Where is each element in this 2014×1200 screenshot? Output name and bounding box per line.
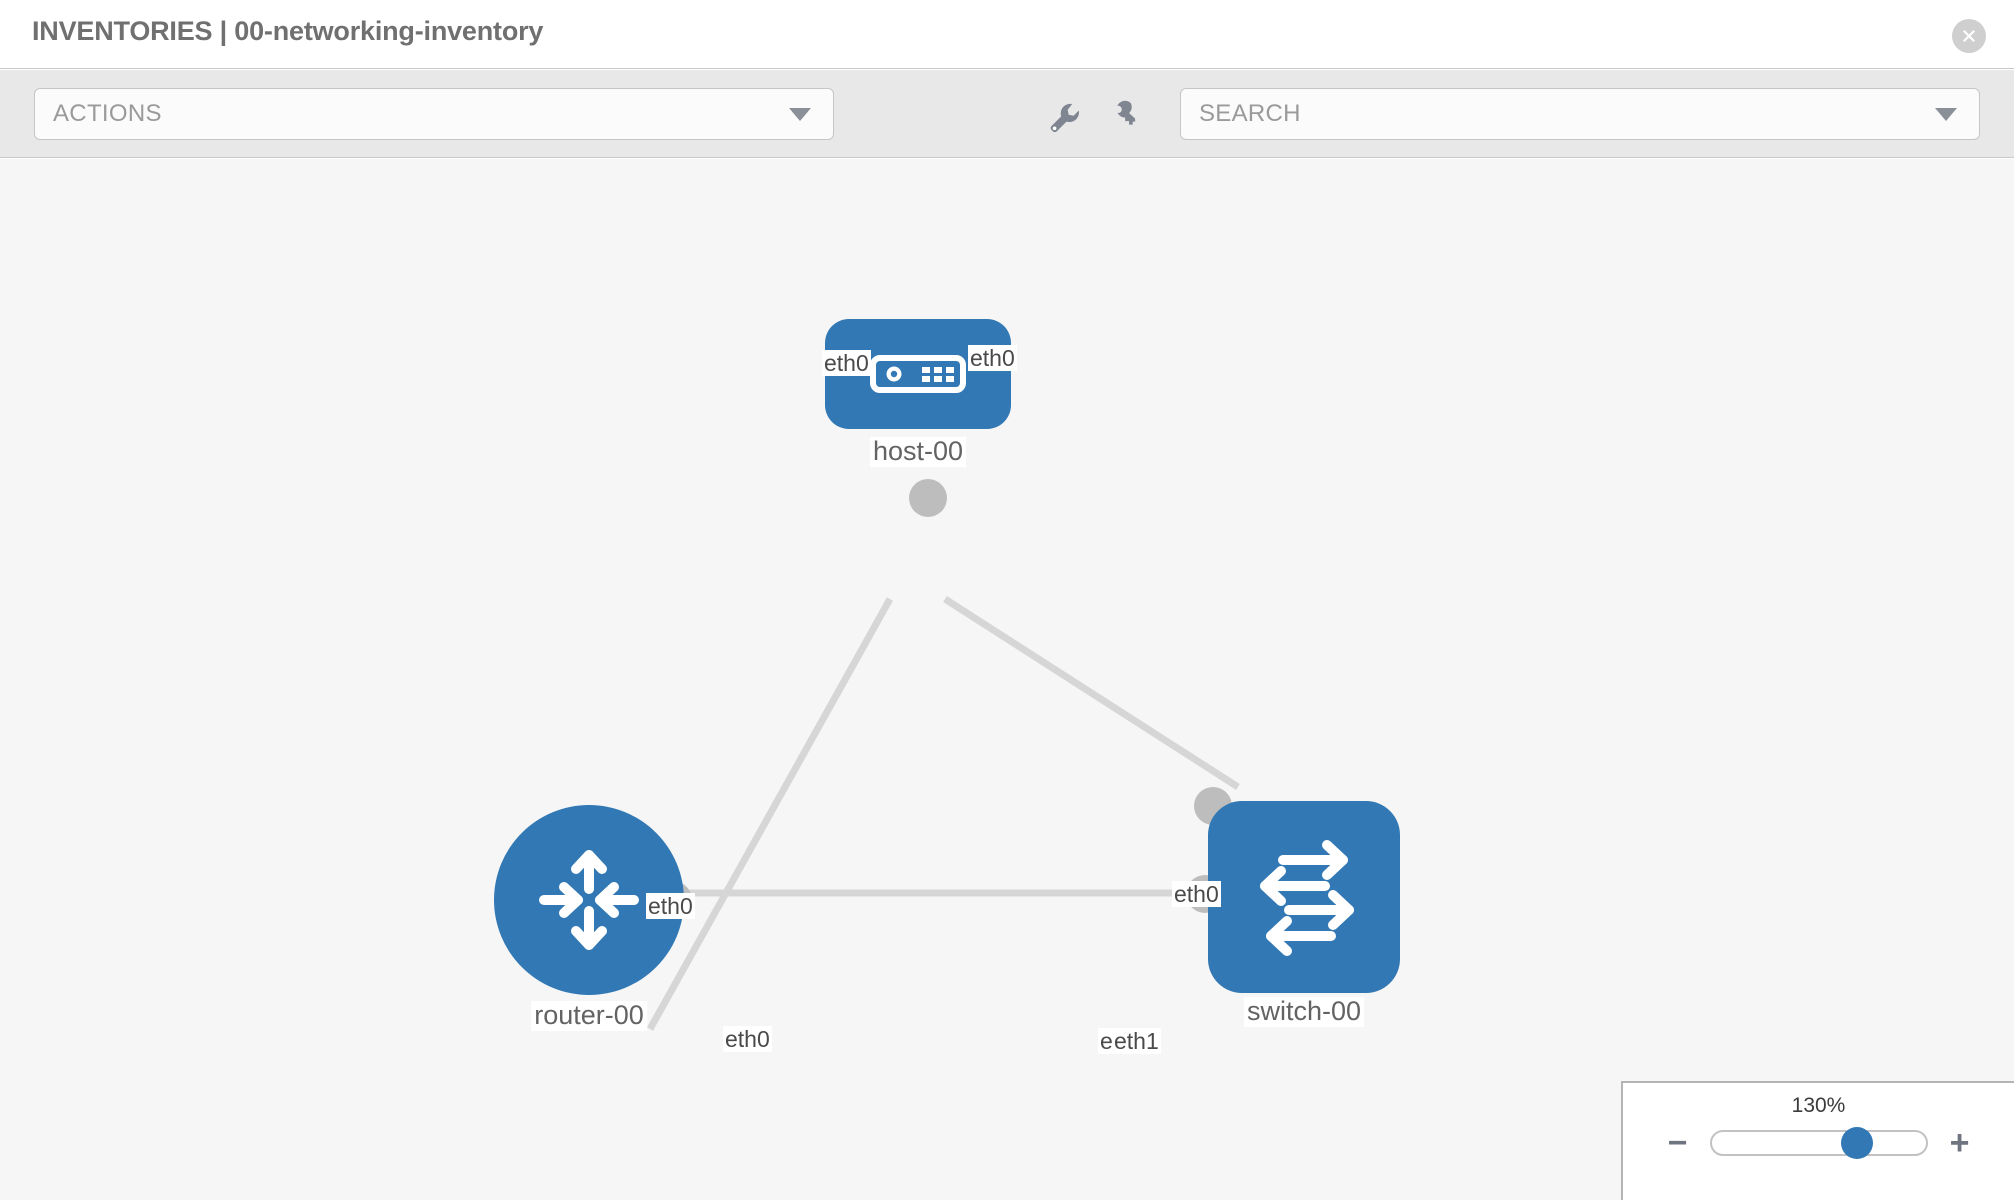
zoom-control-panel: 130% − + (1621, 1081, 2014, 1200)
chevron-down-icon (1935, 107, 1957, 121)
zoom-out-button[interactable]: − (1667, 1123, 1688, 1162)
wrench-icon[interactable] (1043, 96, 1083, 136)
edge-host-router (646, 597, 894, 1031)
page-title: INVENTORIES | 00-networking-inventory (32, 16, 544, 46)
edge-label-router-right: eth0 (723, 1026, 772, 1053)
switch-arrows-icon (1260, 840, 1354, 956)
zoom-slider-thumb[interactable] (1841, 1127, 1874, 1159)
server-icon (870, 355, 966, 393)
edge-host-switch (943, 596, 1240, 790)
edge-label-host-left: eth0 (822, 350, 871, 377)
router-arrows-icon (539, 850, 639, 950)
chevron-down-icon (789, 107, 811, 121)
actions-dropdown[interactable]: ACTIONS (34, 88, 834, 140)
port-host-bottom[interactable] (909, 479, 947, 517)
topology-canvas[interactable]: host-00 eth0 eth0 (0, 159, 2014, 1200)
search-input-value: SEARCH (1199, 100, 1301, 127)
edge-label-switch-up: eth0 (1172, 881, 1221, 908)
node-switch-00[interactable]: switch-00 (1186, 787, 1400, 1027)
node-switch-00-label: switch-00 (1243, 996, 1365, 1027)
toolbar: ACTIONS SEARCH (0, 70, 2014, 158)
topology-edges (646, 596, 1240, 1031)
node-switch-00-shape (1208, 801, 1400, 993)
zoom-slider-track[interactable] (1709, 1127, 1928, 1159)
page-header: INVENTORIES | 00-networking-inventory (0, 0, 2014, 69)
edge-label-router-up: eth0 (646, 893, 695, 920)
key-icon[interactable] (1105, 96, 1145, 136)
search-input[interactable]: SEARCH (1180, 88, 1980, 140)
zoom-slider-row: − + (1623, 1123, 2014, 1162)
zoom-in-button[interactable]: + (1949, 1123, 1970, 1162)
node-router-00-label: router-00 (531, 1000, 647, 1031)
close-icon[interactable] (1952, 19, 1986, 53)
actions-dropdown-label: ACTIONS (53, 100, 162, 127)
edge-label-host-right: eth0 (968, 345, 1017, 372)
node-host-00-label: host-00 (869, 436, 967, 467)
topology-graph: host-00 eth0 eth0 (0, 159, 2014, 1200)
edge-label-switch-left: eth1 (1112, 1028, 1161, 1055)
zoom-percent-label: 130% (1791, 1094, 1846, 1117)
